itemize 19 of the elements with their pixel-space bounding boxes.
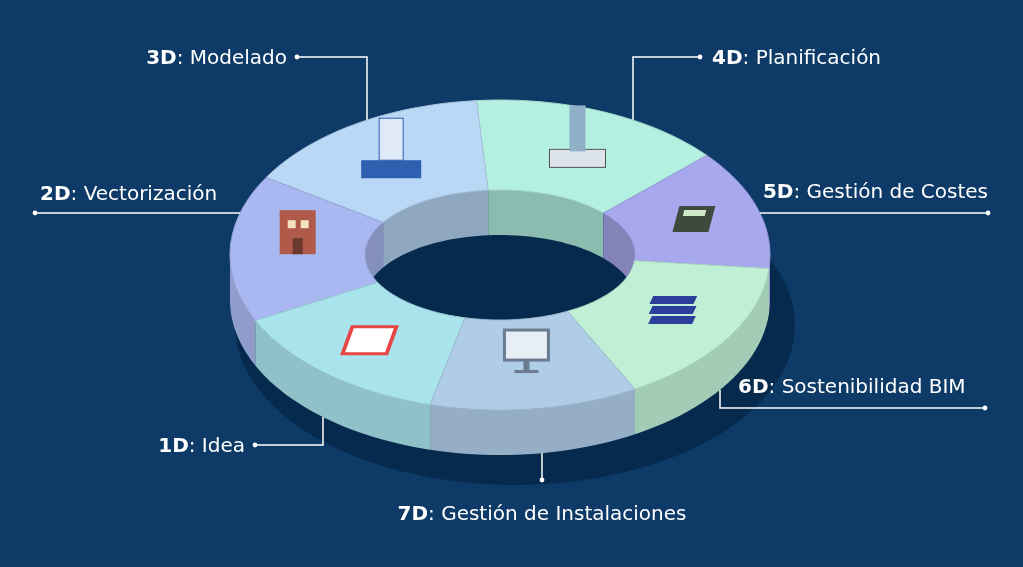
leader-line	[32, 210, 241, 216]
leader-line	[632, 54, 703, 121]
callout-label: 1D: Idea	[158, 433, 245, 457]
callout-label: 4D: Planificación	[712, 45, 882, 69]
leader-line	[539, 452, 545, 483]
callout-label: 7D: Gestión de Instalaciones	[397, 501, 687, 525]
leader-line	[252, 416, 324, 448]
ring-segment	[567, 260, 770, 435]
callout-label: 2D: Vectorización	[40, 181, 218, 205]
ring-segment	[476, 99, 708, 259]
callout-label: 5D: Gestión de Costes	[762, 179, 988, 203]
leader-line	[719, 389, 988, 411]
leader-line	[294, 54, 368, 121]
ring-segment	[429, 310, 636, 455]
ring-segment	[254, 282, 466, 450]
ring-segment	[265, 100, 489, 268]
callout-label: 3D: Modelado	[146, 45, 287, 69]
leader-line	[759, 210, 991, 216]
callout-label: 6D: Sostenibilidad BIM	[738, 374, 966, 398]
